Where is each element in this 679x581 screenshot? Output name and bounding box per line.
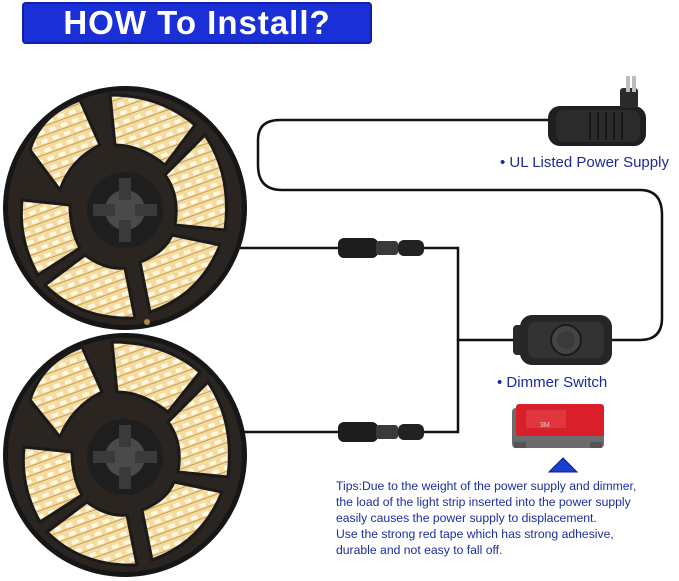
tips-line: Tips:Due to the weight of the power supp… bbox=[336, 479, 637, 493]
dc-connector-top bbox=[338, 238, 424, 258]
wiring bbox=[240, 118, 664, 434]
page-title: HOW To Install? bbox=[63, 4, 331, 41]
up-triangle-icon bbox=[547, 457, 579, 473]
led-strip-segments-2 bbox=[21, 340, 231, 567]
tips-line: Use the strong red tape which has strong… bbox=[336, 527, 614, 541]
reel-hub bbox=[87, 172, 163, 248]
dimmer-switch bbox=[513, 315, 612, 365]
power-supply-label: • UL Listed Power Supply bbox=[500, 154, 669, 171]
tips-line: easily causes the power supply to displa… bbox=[336, 511, 597, 525]
led-reel-top bbox=[3, 86, 247, 330]
tips-line: the load of the light strip inserted int… bbox=[336, 495, 631, 509]
power-supply bbox=[548, 76, 646, 146]
tape-lettering: 3M bbox=[540, 422, 550, 429]
tips-line: durable and not easy to fall off. bbox=[336, 543, 503, 557]
dc-connector-bottom bbox=[338, 422, 424, 442]
led-reel-bottom bbox=[3, 333, 247, 577]
dimmer-switch-label: • Dimmer Switch bbox=[497, 374, 608, 391]
title-banner: HOW To Install? bbox=[22, 2, 372, 44]
led-strip-segments bbox=[19, 93, 228, 320]
reel-hub-2 bbox=[87, 419, 163, 495]
tips-text: Tips:Due to the weight of the power supp… bbox=[336, 478, 676, 558]
red-tape-mount bbox=[512, 404, 604, 448]
